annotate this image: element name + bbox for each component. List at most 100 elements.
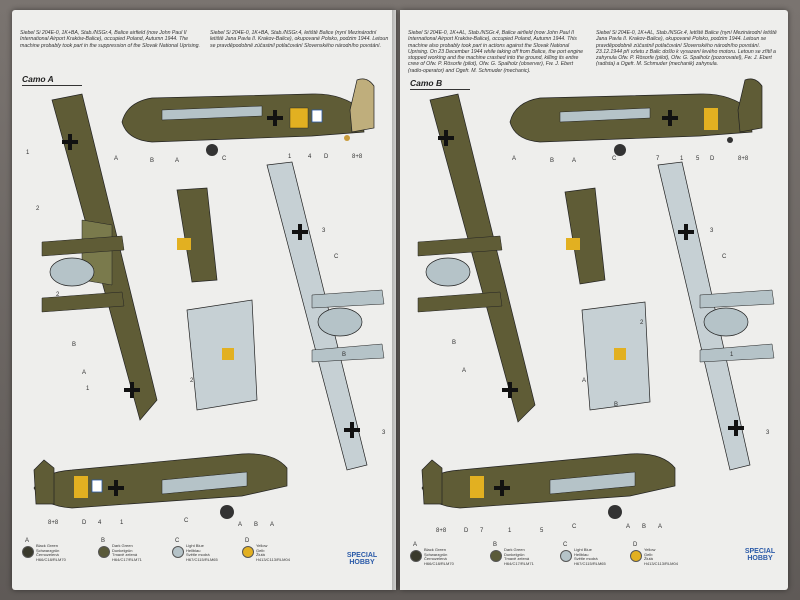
left-page: Siebel Si 204E-0, 1K+BA, Stab./NSGr.4, B…: [12, 10, 396, 590]
legend-swatch-dark-green: [98, 546, 110, 558]
right-label: B: [642, 524, 647, 530]
legend-text: Dark Green Dunkelgrün Tmavě zelená H64/C…: [504, 547, 534, 566]
legend-letter: C: [563, 542, 568, 548]
left-caption-english: Siebel Si 204E-0, 1K+BA, Stab./NSGr.4, B…: [20, 30, 200, 49]
legend-text: Black Green Schwarzgrün Černozelená H66/…: [36, 543, 66, 562]
left-bottom-view: [186, 161, 385, 471]
left-label: D: [324, 154, 329, 160]
left-label: A: [82, 370, 87, 376]
right-label: B: [550, 158, 555, 164]
right-label: 7: [656, 156, 660, 162]
right-label: 8+8: [436, 528, 447, 534]
legend-letter: D: [245, 538, 250, 544]
right-camo-title: Camo B: [410, 78, 443, 88]
right-label: 3: [766, 430, 770, 436]
left-drawings: [33, 78, 385, 519]
right-label: B: [452, 340, 457, 346]
right-caption-czech: Siebel Si 204E-0, 1K+AL, Stab./NSGr.4, l…: [596, 30, 777, 68]
right-side-view-bottom: [421, 453, 676, 519]
left-label: 1: [26, 150, 30, 156]
left-label: C: [184, 518, 189, 524]
legend-swatch-yellow: [242, 546, 254, 558]
right-page: Siebel Si 204E-0, 1K+AL, Stab./NSGr.4, B…: [400, 10, 788, 590]
left-label: A: [238, 522, 243, 528]
right-drawings: [417, 78, 775, 519]
left-label: C: [334, 254, 339, 260]
left-label: B: [150, 158, 155, 164]
left-label: 4: [98, 520, 102, 526]
right-label: 3: [710, 228, 714, 234]
legend-letter: B: [493, 542, 498, 548]
right-label: 7: [480, 528, 484, 534]
left-label: 1: [86, 386, 90, 392]
right-label: 5: [696, 156, 700, 162]
right-label: B: [614, 402, 619, 408]
left-label: 2: [56, 292, 60, 298]
left-label: 1: [288, 154, 292, 160]
left-label: A: [114, 156, 119, 162]
left-label: A: [175, 158, 180, 164]
legend-text: Light Blue Hellblau Světle modrá H67/C11…: [186, 543, 218, 562]
right-label: A: [626, 524, 631, 530]
right-label: D: [710, 156, 715, 162]
right-label: 1: [508, 528, 512, 534]
legend-text: Yellow Gelb Žlutá H413/C113/RLM04: [256, 543, 290, 562]
left-label: A: [270, 522, 275, 528]
legend-swatch-black-green: [22, 546, 34, 558]
right-bottom-view: [581, 161, 775, 471]
right-label: C: [722, 254, 727, 260]
legend-letter: B: [101, 538, 106, 544]
left-camo-title: Camo A: [22, 74, 54, 84]
left-label: 1: [120, 520, 124, 526]
left-label: 8+8: [48, 520, 59, 526]
legend-text: Black Green Schwarzgrün Černozelená H66/…: [424, 547, 454, 566]
special-hobby-logo: SPECIAL HOBBY: [346, 552, 378, 566]
right-label: 8+8: [738, 156, 749, 162]
legend-letter: D: [633, 542, 638, 548]
left-label: 8+8: [352, 154, 363, 160]
special-hobby-logo: SPECIAL HOBBY: [744, 548, 776, 562]
right-caption-english: Siebel Si 204E-0, 1K+AL, Stab./NSGr.4, B…: [408, 30, 584, 74]
left-label: B: [72, 342, 77, 348]
legend-swatch-dark-green: [490, 550, 502, 562]
right-top-view: [417, 93, 606, 423]
right-label: 1: [680, 156, 684, 162]
legend-swatch-yellow: [630, 550, 642, 562]
left-caption-czech: Siebel Si 204E-0, 1K+BA, Stab./NSGr.4, l…: [210, 30, 389, 49]
left-side-view-top: [121, 78, 375, 156]
left-camo-underline: [22, 85, 82, 86]
right-side-view-top: [509, 78, 763, 156]
legend-swatch-black-green: [410, 550, 422, 562]
left-label: C: [222, 156, 227, 162]
right-label: A: [658, 524, 663, 530]
left-top-view: [41, 93, 218, 421]
right-label: A: [582, 378, 587, 384]
right-label: 1: [730, 352, 734, 358]
right-label: C: [612, 156, 617, 162]
legend-swatch-light-blue: [560, 550, 572, 562]
right-label: D: [464, 528, 469, 534]
left-label: B: [342, 352, 347, 358]
left-label: 2: [190, 378, 194, 384]
left-label: 4: [308, 154, 312, 160]
right-label: A: [572, 158, 577, 164]
legend-text: Light Blue Hellblau Světle modrá H67/C11…: [574, 547, 606, 566]
legend-letter: A: [25, 538, 30, 544]
left-label: 2: [36, 206, 40, 212]
right-label: 2: [640, 320, 644, 326]
legend-letter: C: [175, 538, 180, 544]
legend-text: Dark Green Dunkelgrün Tmavě zelená H64/C…: [112, 543, 142, 562]
left-label: 3: [382, 430, 386, 436]
right-camo-underline: [410, 89, 470, 90]
right-label: A: [462, 368, 467, 374]
legend-text: Yellow Gelb Žlutá H413/C113/RLM04: [644, 547, 678, 566]
right-label: C: [572, 524, 577, 530]
left-label: D: [82, 520, 87, 526]
right-label: A: [512, 156, 517, 162]
right-label: 5: [540, 528, 544, 534]
left-side-view-bottom: [33, 453, 288, 519]
legend-swatch-light-blue: [172, 546, 184, 558]
legend-letter: A: [413, 542, 418, 548]
left-label: B: [254, 522, 259, 528]
left-label: 3: [322, 228, 326, 234]
